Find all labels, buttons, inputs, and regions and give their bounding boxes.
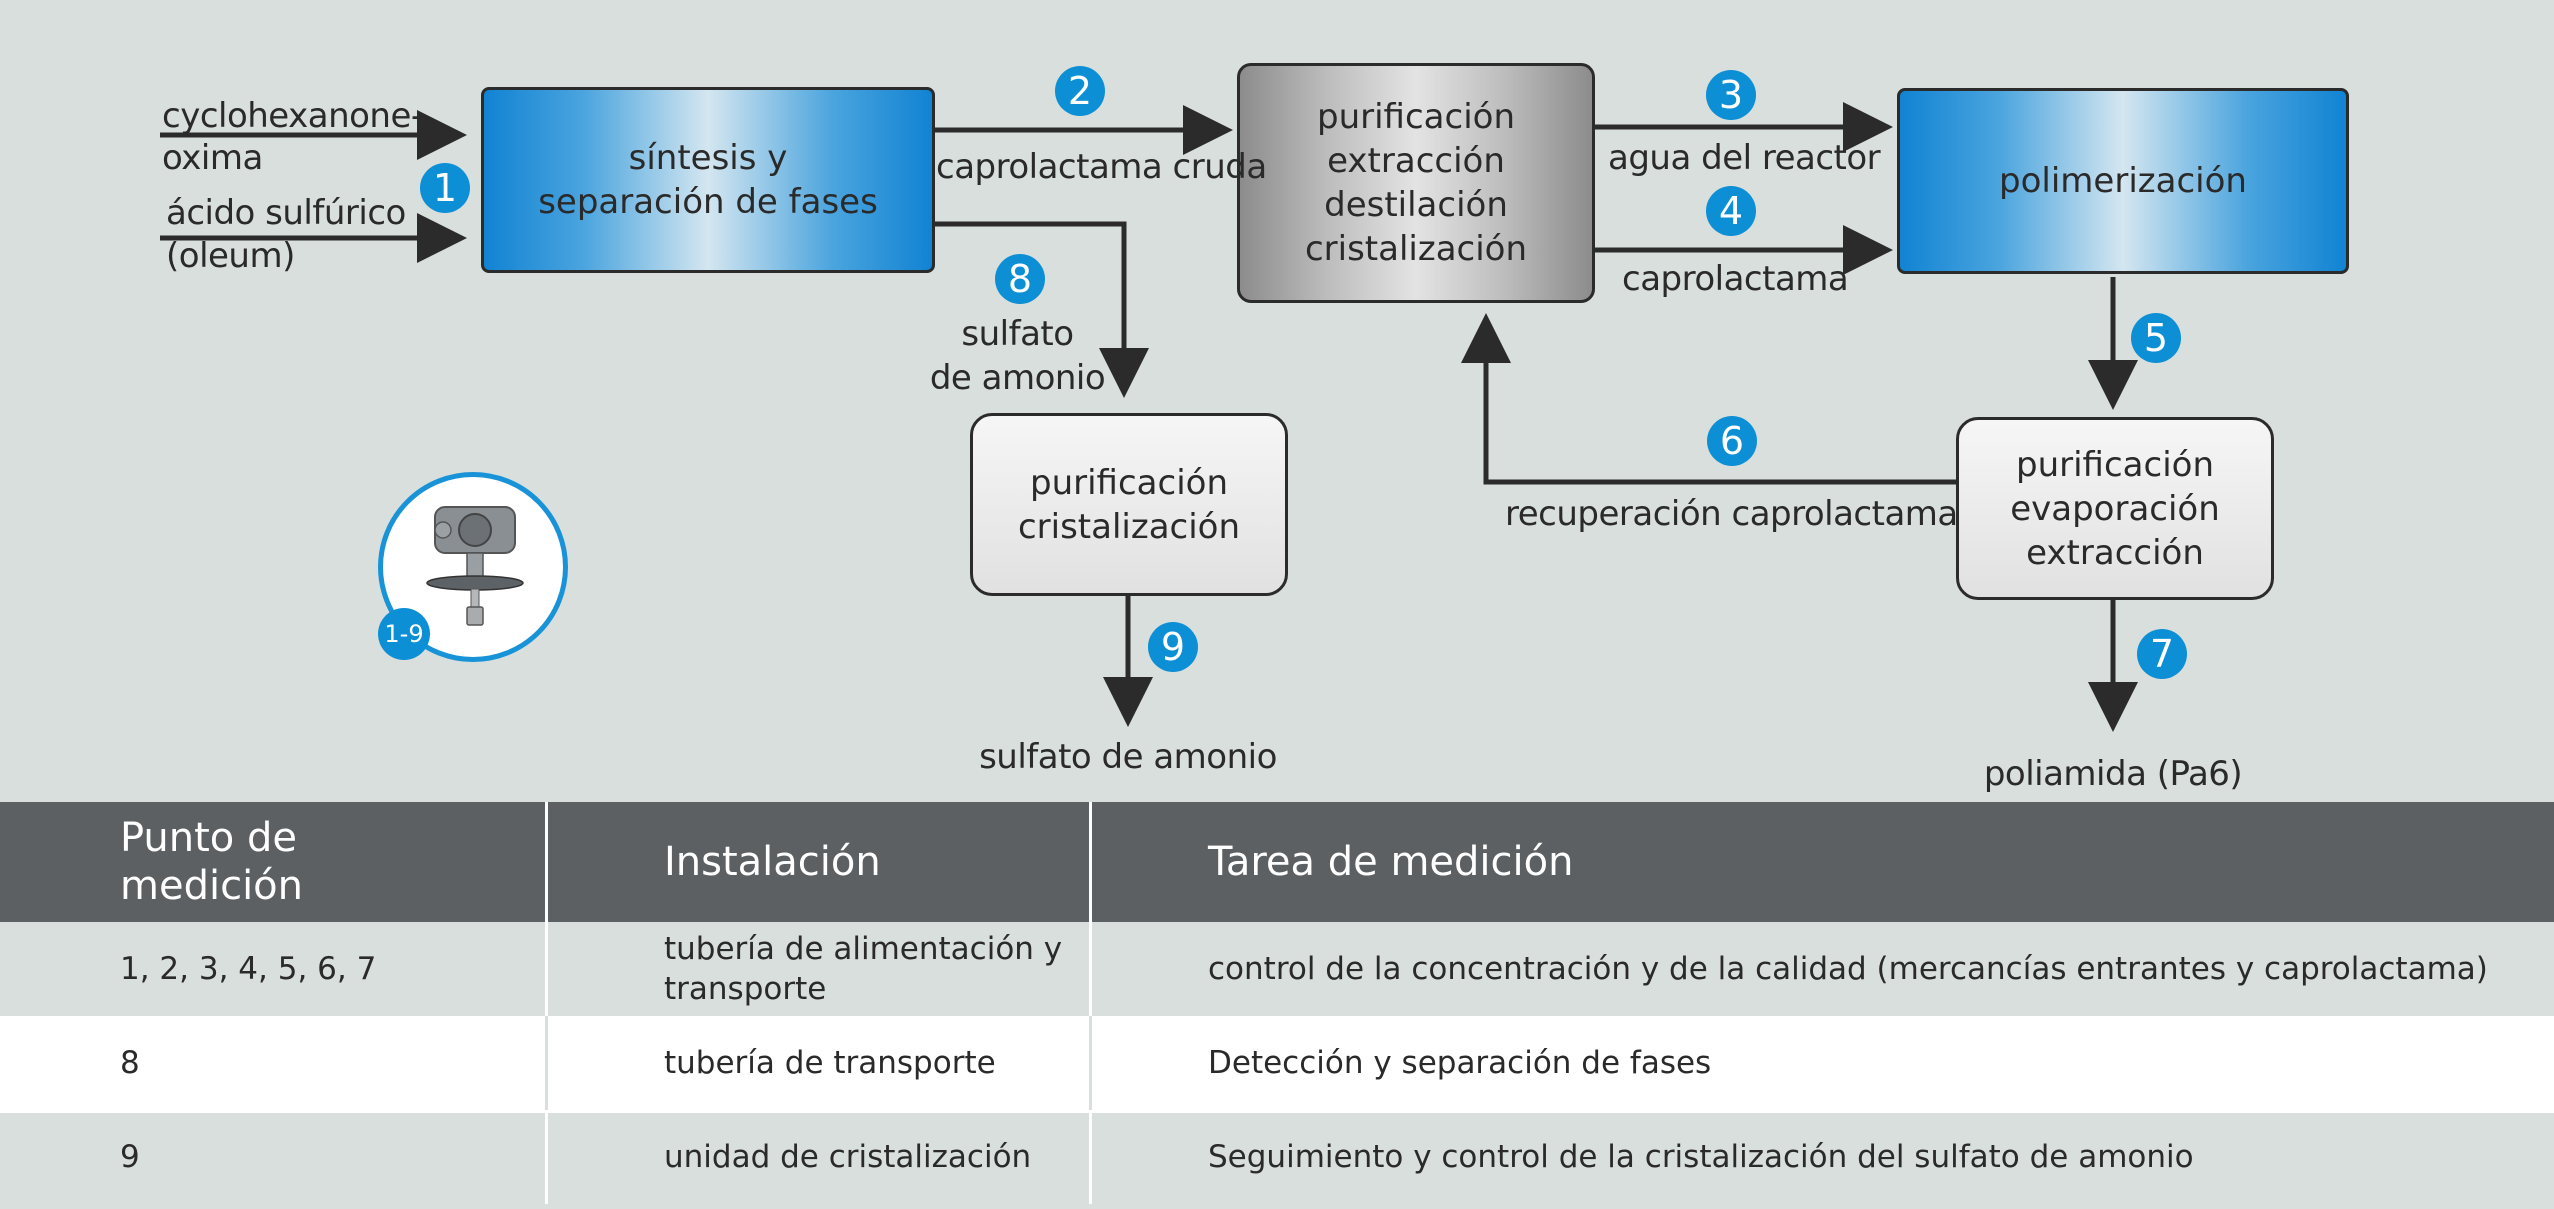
badge-8: 8 [995,254,1045,304]
box-purification-main-line-2: extracción [1327,141,1505,181]
feed-cyclohexanone-label-1: cyclohexanone- [162,96,423,136]
box-recovery-purification-line-1: purificación [2016,444,2214,485]
box-sulfate-purification: purificación cristalización [970,413,1288,596]
badge-2: 2 [1055,66,1105,116]
level-sensor-device-icon [426,506,524,626]
row-2-task: Detección y separación de fases [1208,1045,1712,1081]
flow-arrows [160,102,2138,732]
table-row: 8 tubería de transporte Detección y sepa… [0,1016,2554,1110]
header-installation: Instalación [664,839,881,885]
arrow-ammonium-sulfate [935,221,1149,398]
row-2-installation: tubería de transporte [664,1045,996,1081]
box-sulfate-purification-line-2: cristalización [1017,506,1241,547]
badge-4: 4 [1706,186,1756,236]
box-synthesis: síntesis y separación de fases [481,87,935,273]
badge-6: 6 [1707,416,1757,466]
row-1-task: control de la concentración y de la cali… [1208,951,2488,987]
box-polymerization-line-1: polimerización [1999,161,2247,201]
box-recovery-purification-line-3: extracción [2026,532,2204,573]
label-sulfate-output: sulfato de amonio [979,737,1277,777]
badge-3: 3 [1706,70,1756,120]
table-row: 1, 2, 3, 4, 5, 6, 7 tubería de alimentac… [0,922,2554,1016]
device-badge: 1-9 [378,608,430,660]
box-sulfate-purification-line-1: purificación [1030,462,1228,503]
box-recovery-purification-line-2: evaporación [2010,488,2220,529]
label-sulfate-line-2: de amonio [929,358,1106,398]
header-measurement-point: Punto de medición [120,815,304,909]
box-purification-main: purificación extracción destilación cris… [1237,63,1595,303]
box-polymerization: polimerización [1897,88,2349,274]
row-divider [0,1110,2554,1113]
column-divider [1089,1016,1092,1110]
feed-cyclohexanone-label-2: oxima [162,138,263,178]
box-purification-main-line-4: cristalización [1304,229,1528,269]
box-purification-main-line-3: destilación [1324,185,1508,225]
box-recovery-purification: purificación evaporación extracción [1956,417,2274,600]
column-divider [545,922,548,1016]
badge-7: 7 [2137,629,2187,679]
label-polyamide-output: poliamida (Pa6) [1983,754,2243,794]
column-divider [1089,802,1092,922]
row-3-installation: unidad de cristalización [664,1139,1032,1175]
table-header-row: Punto de medición Instalación Tarea de m… [0,802,2554,922]
box-synthesis-line-1: síntesis y [628,138,788,178]
row-1-installation: tubería de alimentación y transporte [664,931,1063,1007]
badge-9: 9 [1148,622,1198,672]
arrow-caprolactam-recovery [1461,313,1958,485]
box-synthesis-line-2: separación de fases [538,182,878,222]
row-divider [0,1016,2554,1019]
table-row: 9 unidad de cristalización Seguimiento y… [0,1110,2554,1204]
row-2-point: 8 [120,1045,140,1081]
row-1-point: 1, 2, 3, 4, 5, 6, 7 [120,951,377,987]
badge-1: 1 [420,163,470,213]
column-divider [545,1016,548,1110]
column-divider [545,802,548,922]
box-purification-main-line-1: purificación [1317,97,1515,137]
feed-sulfuric-acid-label-2: (oleum) [166,236,295,276]
badge-5: 5 [2131,313,2181,363]
label-caprolactam: caprolactama [1622,259,1849,299]
label-caprolactam-recovery: recuperación caprolactama [1505,494,1958,534]
column-divider [545,1110,548,1204]
measurement-table: Punto de medición Instalación Tarea de m… [0,802,2554,1204]
device-illustration [378,472,568,662]
label-sulfate-line-1: sulfato [961,314,1074,354]
header-measurement-task: Tarea de medición [1208,839,1574,885]
column-divider [1089,1110,1092,1204]
row-3-point: 9 [120,1139,140,1175]
process-flow-diagram: cyclohexanone- oxima ácido sulfúrico (ol… [160,63,2349,794]
column-divider [1089,922,1092,1016]
label-reactor-water: agua del reactor [1608,138,1881,178]
label-crude-caprolactam: caprolactama cruda [936,147,1267,187]
row-3-task: Seguimiento y control de la cristalizaci… [1208,1139,2194,1175]
feed-sulfuric-acid-label-1: ácido sulfúrico [166,193,406,233]
